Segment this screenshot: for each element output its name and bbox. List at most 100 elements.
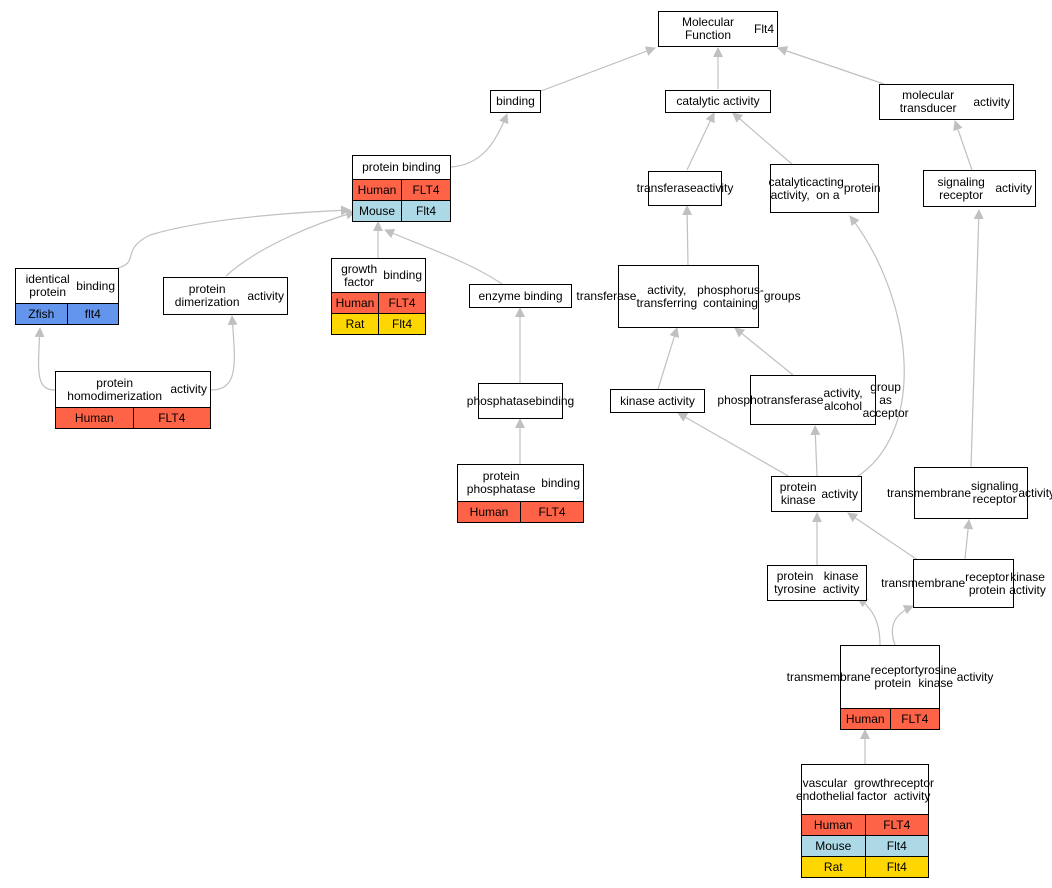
gene-cell: FLT4 bbox=[520, 502, 583, 522]
node-label-line: protein bbox=[843, 181, 881, 195]
node-label-line: binding bbox=[496, 94, 535, 108]
edge-tm-receptor-kinase-to-tm-signaling bbox=[963, 519, 974, 560]
node-label-line: transmembrane bbox=[786, 669, 871, 684]
species-cell: Human bbox=[458, 502, 520, 522]
node-label-line: phosphorus-containing bbox=[697, 282, 764, 310]
gene-cell: FLT4 bbox=[889, 709, 939, 729]
node-label-line: transferase bbox=[636, 181, 697, 195]
edge-transferase-p-to-transferase bbox=[682, 205, 693, 266]
node-enzyme-binding[interactable]: enzyme binding bbox=[469, 284, 572, 308]
edge-identical-to-protein-binding bbox=[117, 205, 351, 269]
species-cell: Human bbox=[332, 293, 378, 313]
edge-protein-binding-to-binding bbox=[450, 113, 509, 168]
species-cell: Rat bbox=[802, 857, 865, 877]
node-label-line: growth factor bbox=[854, 775, 891, 803]
edge-catalytic-protein-to-catalytic bbox=[732, 112, 794, 166]
gene-cell: Flt4 bbox=[378, 314, 425, 334]
node-label: protein binding bbox=[353, 156, 450, 179]
gene-cell: Flt4 bbox=[401, 201, 450, 221]
node-label-line: tyrosine kinase bbox=[914, 663, 957, 690]
gene-cell: flt4 bbox=[66, 304, 118, 324]
gene-cell: FLT4 bbox=[401, 180, 450, 200]
node-label-line: protein binding bbox=[362, 160, 441, 174]
node-label: kinase activity bbox=[611, 390, 704, 412]
node-label-line: protein homodimerization bbox=[67, 375, 163, 403]
node-binding[interactable]: binding bbox=[490, 90, 541, 113]
node-label-line: group as acceptor bbox=[862, 379, 909, 420]
edge-homodimerization-to-dimerization bbox=[210, 315, 238, 391]
edge-transferase-to-catalytic bbox=[686, 112, 715, 171]
species-cell: Mouse bbox=[802, 836, 865, 856]
node-label-line: protein kinase bbox=[779, 480, 817, 507]
species-cell: Mouse bbox=[353, 201, 401, 221]
node-label: binding bbox=[491, 91, 540, 112]
edge-tm-receptor-tyrosine-to-tyrosine-kinase bbox=[857, 597, 881, 646]
node-label-line: transmembrane bbox=[881, 576, 966, 590]
node-label-line: receptor protein bbox=[870, 663, 915, 690]
node-label-line: molecular transducer bbox=[899, 88, 957, 115]
node-label-line: kinase activity bbox=[620, 393, 695, 408]
edge-tm-signaling-to-signaling-receptor bbox=[970, 209, 984, 468]
node-label-line: activity bbox=[696, 181, 734, 195]
node-catalytic-activity[interactable]: catalytic activity bbox=[665, 90, 771, 113]
node-label-line: catalytic activity, bbox=[768, 174, 812, 202]
node-label-line: activity bbox=[995, 181, 1032, 195]
node-label-line: Flt4 bbox=[753, 21, 774, 36]
node-kinase-activity[interactable]: kinase activity bbox=[610, 389, 705, 413]
node-label-line: activity bbox=[170, 382, 207, 396]
node-label-line: binding bbox=[383, 268, 422, 282]
node-label-line: activity, transferring bbox=[636, 282, 698, 310]
node-label-line: phosphatase bbox=[466, 393, 536, 408]
edge-signaling-receptor-to-transducer bbox=[953, 120, 973, 171]
node-label-line: protein dimerization bbox=[174, 282, 240, 309]
node-label-line: identical protein bbox=[25, 272, 70, 299]
node-label-line: activity bbox=[956, 669, 994, 684]
node-label-line: growth factor bbox=[341, 261, 378, 289]
edge-homodimerization-to-identical bbox=[34, 327, 56, 391]
node-label-line: vascular endothelial bbox=[795, 775, 855, 803]
species-cell: Human bbox=[56, 408, 133, 428]
species-cell: Rat bbox=[332, 314, 378, 334]
edge-binding-to-molecular-function bbox=[540, 46, 656, 92]
species-cell: Human bbox=[802, 815, 865, 835]
node-label-line: activity, alcohol bbox=[823, 386, 863, 413]
edge-kinase-to-transferase-p bbox=[657, 327, 680, 390]
gene-cell: Flt4 bbox=[864, 857, 928, 877]
species-cell: Human bbox=[353, 180, 401, 200]
